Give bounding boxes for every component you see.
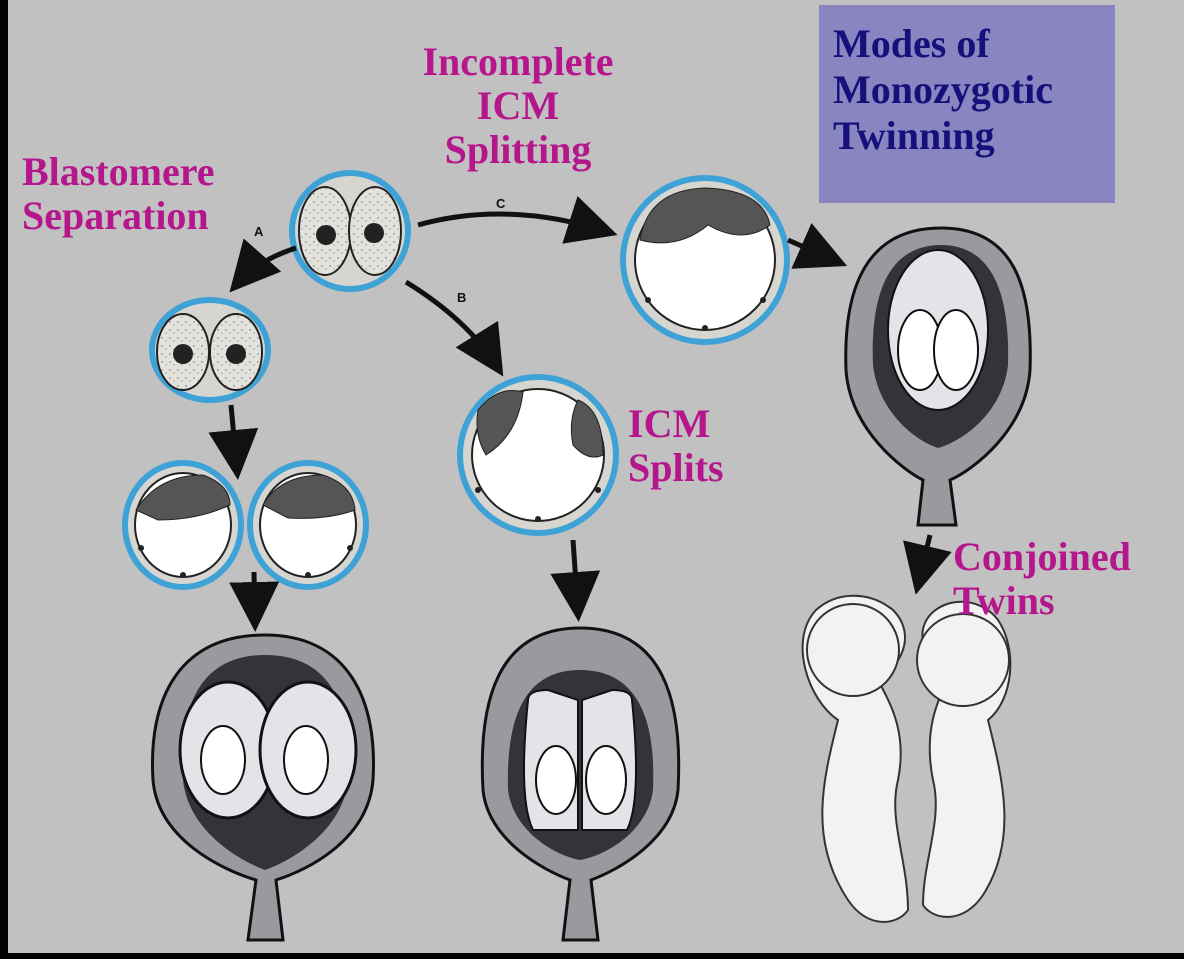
arrow-to-blastocysts (231, 405, 237, 470)
label-icm-splits: ICM Splits (628, 402, 724, 490)
conjoined-twins-drawing (803, 596, 1011, 922)
arrow-to-uterus-left (254, 572, 255, 622)
blastocyst-left (125, 463, 241, 587)
slide: A B C Modes of Monozygotic Twinning Blas… (8, 0, 1184, 953)
label-blastomere-separation: Blastomere Separation (22, 150, 215, 238)
uterus-dichorionic (152, 635, 373, 940)
arrow-to-uterus-right (788, 240, 838, 262)
uterus-monochorionic (482, 628, 678, 940)
label-conjoined-twins: Conjoined Twins (953, 535, 1131, 623)
separated-blastomeres (152, 300, 268, 400)
diagram-title: Modes of Monozygotic Twinning (833, 21, 1053, 159)
arrow-a (236, 248, 296, 285)
path-letter-b: B (457, 290, 466, 305)
uterus-conjoined (846, 228, 1031, 525)
path-letter-a: A (254, 224, 263, 239)
path-letter-c: C (496, 196, 505, 211)
two-cell-embryo (292, 173, 408, 289)
blastocyst-right (250, 463, 366, 587)
arrow-b (406, 282, 498, 368)
arrow-to-uterus-middle (573, 540, 578, 612)
blastocyst-incomplete-split (623, 178, 787, 342)
arrow-c (418, 214, 608, 232)
title-box: Modes of Monozygotic Twinning (819, 5, 1115, 203)
label-incomplete-icm-splitting: Incomplete ICM Splitting (398, 40, 638, 172)
arrow-to-conjoined (918, 535, 930, 585)
blastocyst-split-icm (460, 377, 616, 533)
